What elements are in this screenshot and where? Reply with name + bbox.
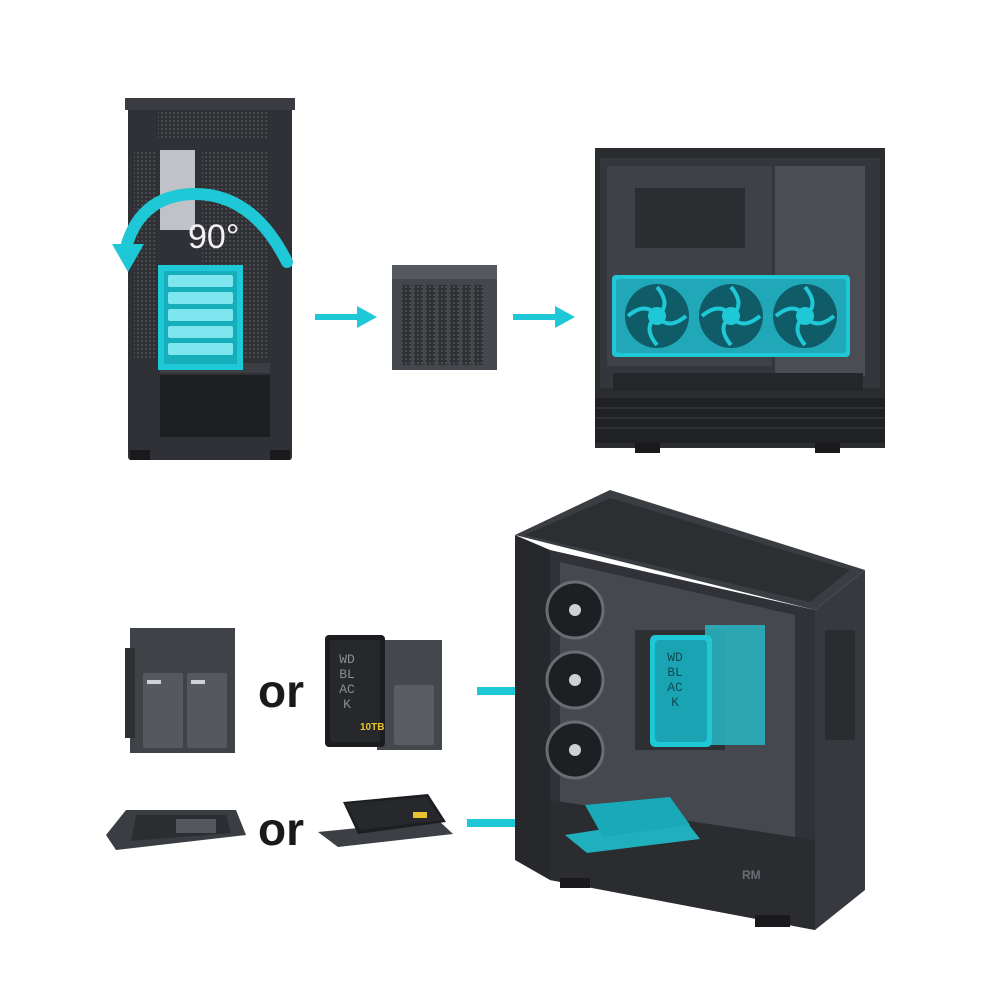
rotate-arrow-icon xyxy=(112,182,297,277)
hdd-letter: L xyxy=(675,665,683,680)
hdd-brand-text-installed: WD BL AC K xyxy=(660,650,690,710)
hdd-letter: L xyxy=(347,667,355,682)
graphics-card xyxy=(612,275,850,357)
hdd-letter: K xyxy=(671,695,679,710)
vertical-bracket xyxy=(392,265,497,370)
hdd-letter: K xyxy=(343,697,351,712)
hdd-letter: D xyxy=(675,650,683,665)
hdd-bracket-vertical xyxy=(322,625,442,750)
hdd-installed-cyan xyxy=(650,615,770,750)
hdd-letter: B xyxy=(667,665,675,680)
ssd-bracket-flat xyxy=(106,805,246,855)
right-arrow-icon xyxy=(315,306,377,328)
hdd-letter: B xyxy=(339,667,347,682)
hdd-letter: D xyxy=(347,652,355,667)
or-label-bottom: or xyxy=(258,803,304,855)
or-label-top: or xyxy=(258,665,304,717)
ssd-bracket-vertical xyxy=(125,628,237,756)
pcie-bracket-cyan xyxy=(158,265,243,370)
drive-flat-installed-cyan xyxy=(565,795,700,857)
hdd-letter: A xyxy=(667,680,675,695)
case-rear-mark: RM xyxy=(742,868,761,882)
hdd-bracket-flat xyxy=(318,792,453,852)
hdd-letter: A xyxy=(339,682,347,697)
hdd-letter: C xyxy=(347,682,355,697)
hdd-letter: W xyxy=(339,652,347,667)
rotation-degree-label: 90° xyxy=(188,218,240,256)
hdd-brand-text: WD BL AC K xyxy=(332,652,362,722)
right-arrow-icon xyxy=(513,306,575,328)
hdd-letter: C xyxy=(675,680,683,695)
fan-icon xyxy=(625,284,689,348)
hdd-capacity: 10TB xyxy=(360,722,385,733)
hdd-letter: W xyxy=(667,650,675,665)
